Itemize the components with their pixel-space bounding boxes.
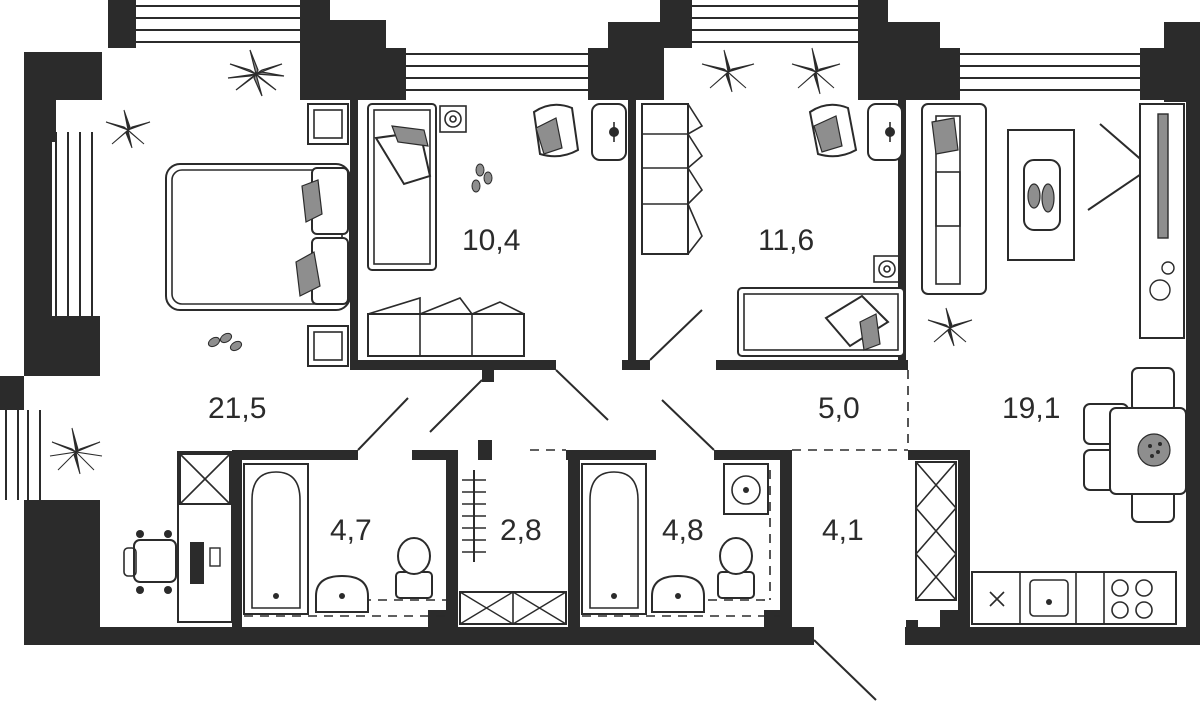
sink-icon <box>315 574 369 613</box>
stove-icon <box>1111 579 1153 619</box>
wardrobe-icon <box>641 103 704 255</box>
wardrobe-icon <box>915 461 957 601</box>
armchair-icon <box>123 530 177 594</box>
nightstand-top <box>307 103 349 145</box>
windows <box>5 5 1140 500</box>
bed-icon <box>367 103 437 271</box>
bathtub-icon <box>581 463 647 615</box>
door-bedroom-2 <box>429 379 483 433</box>
side-table <box>867 103 903 161</box>
sofa-icon <box>921 103 987 295</box>
coffee-table <box>1007 129 1075 261</box>
area-label-bedroom-main: 21,5 <box>208 392 266 425</box>
plant-icon <box>227 49 285 97</box>
area-label-bedroom-2: 10,4 <box>462 224 520 257</box>
armchair-icon <box>532 103 580 158</box>
bed-icon <box>737 287 905 357</box>
washbasin-icon <box>723 463 769 515</box>
window-top-2 <box>406 53 588 91</box>
window-left-lower <box>5 410 41 500</box>
bathtub-icon <box>243 463 309 615</box>
side-table <box>591 103 627 161</box>
tv-unit <box>1139 103 1185 339</box>
lamp-icon <box>439 105 467 133</box>
desk-icon <box>177 451 233 623</box>
toilet-icon <box>717 537 755 599</box>
window-left-upper <box>55 132 93 316</box>
toilet-icon <box>395 537 433 599</box>
window-top-right <box>960 53 1140 91</box>
walls <box>0 0 1200 645</box>
zone-boundaries <box>244 370 909 617</box>
area-label-bathroom-2: 4,8 <box>662 514 704 547</box>
footprints-icon <box>471 163 493 193</box>
footprints-icon <box>207 332 243 352</box>
dining-table-icon <box>1083 367 1187 523</box>
plant-icon <box>791 47 841 95</box>
lamp-icon <box>873 255 901 283</box>
door-main-bedroom <box>357 397 409 451</box>
door-wardrobe <box>555 369 609 421</box>
door-bathroom-2 <box>661 399 715 451</box>
plant-icon <box>701 49 755 93</box>
wardrobe-icon <box>459 470 567 625</box>
plant-icon <box>49 427 103 475</box>
area-label-living-kitchen: 19,1 <box>1002 392 1060 425</box>
window-top-left <box>136 5 300 43</box>
sink-icon <box>651 574 705 613</box>
plant-icon <box>927 307 973 347</box>
nightstand-bottom <box>307 325 349 367</box>
door-entrance <box>813 639 877 701</box>
door-bedroom-3 <box>649 309 703 361</box>
area-label-hallway: 5,0 <box>818 392 860 425</box>
window-top-3 <box>692 5 858 43</box>
plant-icon <box>105 109 151 149</box>
area-labels: 21,5 10,4 11,6 19,1 5,0 4,7 2,8 4,8 4,1 <box>208 224 1060 547</box>
wardrobe-icon <box>367 296 525 357</box>
armchair-icon <box>808 103 858 158</box>
area-label-bathroom-1: 4,7 <box>330 514 372 547</box>
area-label-bedroom-3: 11,6 <box>758 224 814 257</box>
area-label-wardrobe: 2,8 <box>500 514 542 547</box>
sink-icon <box>1029 579 1069 617</box>
area-label-entrance: 4,1 <box>822 514 864 547</box>
bed-icon <box>165 163 351 311</box>
